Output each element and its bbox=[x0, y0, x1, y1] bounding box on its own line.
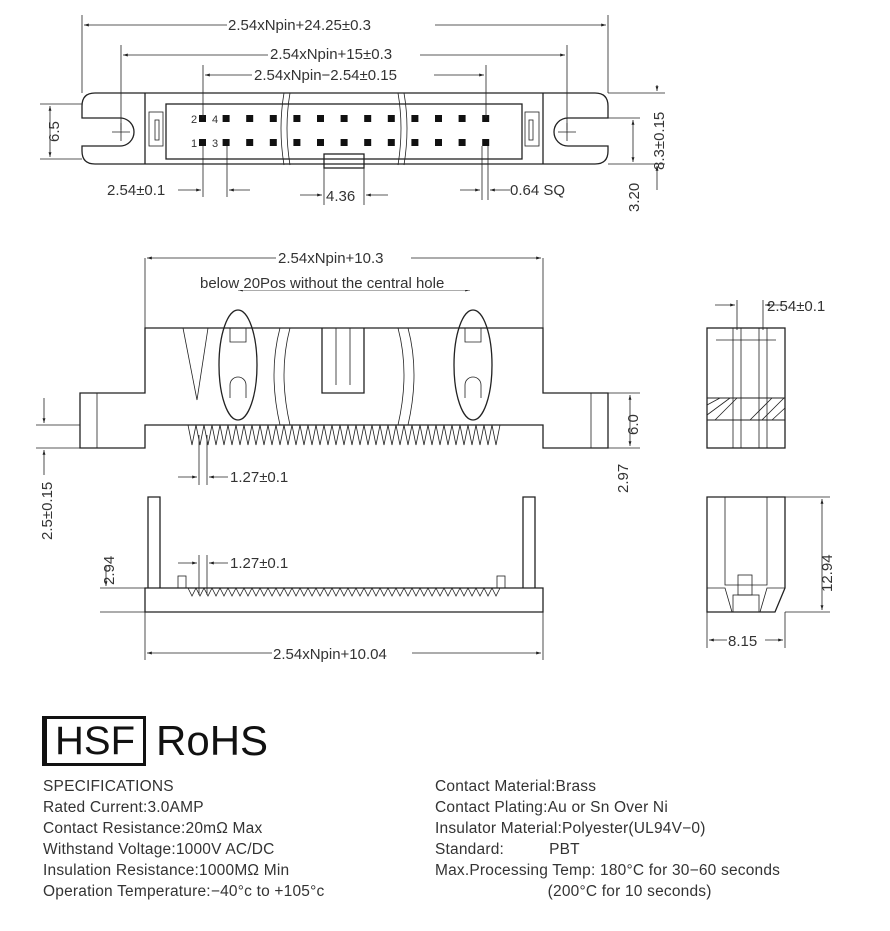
dim-bottom-height: 2.97 bbox=[615, 464, 632, 493]
spec-insulation-resistance: Insulation Resistance:1000MΩ Min bbox=[43, 862, 290, 879]
pin bbox=[364, 139, 372, 146]
note-central-hole: below 20Pos without the central hole bbox=[200, 275, 444, 292]
spec-standard: Standard: PBT bbox=[435, 841, 580, 858]
dim-offset: 3.20 bbox=[626, 183, 643, 212]
pin-label-4: 4 bbox=[212, 114, 218, 126]
pin bbox=[222, 115, 230, 122]
dim-pin-span: 2.54xNpin−2.54±0.15 bbox=[254, 67, 397, 84]
pin bbox=[222, 139, 230, 146]
dim-tooth-pitch: 1.27±0.1 bbox=[230, 469, 288, 486]
spec-insulator-material: Insulator Material:Polyester(UL94V−0) bbox=[435, 820, 706, 837]
specs-heading: SPECIFICATIONS bbox=[43, 778, 174, 795]
specs-left: SPECIFICATIONS Rated Current:3.0AMP Cont… bbox=[43, 776, 324, 902]
tooth-row bbox=[187, 587, 501, 597]
pin bbox=[482, 139, 490, 146]
pin bbox=[246, 139, 254, 146]
pin bbox=[293, 139, 301, 146]
rohs-logo: RoHS bbox=[156, 717, 269, 764]
pin bbox=[435, 139, 442, 146]
pin bbox=[411, 139, 419, 146]
specs-right: Contact Material:Brass Contact Plating:A… bbox=[435, 776, 780, 902]
dim-side-pitch: 2.54±0.1 bbox=[767, 298, 825, 315]
pin-label-3: 3 bbox=[212, 138, 218, 150]
pin bbox=[411, 115, 419, 122]
pin bbox=[199, 139, 206, 146]
dim-mount-spacing: 2.54xNpin+15±0.3 bbox=[270, 46, 392, 63]
hsf-logo: HSF bbox=[42, 716, 146, 766]
dim-body-width: 2.54xNpin+10.3 bbox=[278, 250, 384, 267]
spec-contact-resistance: Contact Resistance:20mΩ Max bbox=[43, 820, 263, 837]
pin bbox=[317, 115, 324, 122]
pin bbox=[317, 139, 324, 146]
top-view: 2 4 1 3 2.54xNpin+24.25±0.3 2.54xNpin+15… bbox=[40, 15, 668, 212]
pin bbox=[458, 139, 466, 146]
spec-contact-material: Contact Material:Brass bbox=[435, 778, 597, 795]
spec-withstand-voltage: Withstand Voltage:1000V AC/DC bbox=[43, 841, 275, 858]
dim-pitch: 2.54±0.1 bbox=[107, 182, 165, 199]
dim-height-6-5: 6.5 bbox=[46, 121, 63, 142]
pin bbox=[340, 139, 348, 146]
dim-pin-size: 0.64 SQ bbox=[510, 182, 565, 199]
contact-teeth bbox=[187, 424, 501, 446]
side-view-bottom: 12.94 8.15 bbox=[706, 496, 836, 650]
dim-bottom-width: 2.54xNpin+10.04 bbox=[273, 646, 387, 663]
spec-contact-plating: Contact Plating:Au or Sn Over Ni bbox=[435, 799, 668, 816]
pin bbox=[293, 115, 301, 122]
pin bbox=[246, 115, 254, 122]
pin bbox=[269, 115, 277, 122]
pin bbox=[269, 139, 277, 146]
dim-left-offset: 2.5±0.15 bbox=[39, 482, 56, 540]
tooth-row bbox=[187, 424, 501, 446]
spec-rated-current: Rated Current:3.0AMP bbox=[43, 799, 204, 816]
dim-depth: 8.3±0.15 bbox=[651, 112, 668, 170]
pin bbox=[387, 115, 395, 122]
contact-teeth-bottom bbox=[187, 587, 501, 597]
pin bbox=[435, 115, 442, 122]
dim-key-width: 4.36 bbox=[326, 188, 355, 205]
dim-flange-height: 6.0 bbox=[625, 414, 642, 435]
dim-overall-length: 2.54xNpin+24.25±0.3 bbox=[228, 17, 371, 34]
front-view: 2.54xNpin+10.3 below 20Pos without the c… bbox=[36, 248, 642, 540]
dim-bottom-tooth: 1.27±0.1 bbox=[230, 555, 288, 572]
pin-label-2: 2 bbox=[191, 114, 197, 126]
side-view-top: 2.54±0.1 bbox=[706, 298, 825, 449]
pin-grid bbox=[199, 115, 490, 146]
spec-operation-temperature: Operation Temperature:−40°c to +105°c bbox=[43, 883, 325, 900]
pin bbox=[458, 115, 466, 122]
dim-bottom-height: 2.94 bbox=[101, 556, 118, 585]
pin bbox=[364, 115, 372, 122]
compliance-logos: HSF RoHS bbox=[42, 716, 268, 766]
dim-side-width: 8.15 bbox=[728, 633, 757, 650]
bottom-view: 2.94 1.27±0.1 2.54xNpin+10.04 bbox=[100, 496, 544, 663]
pin bbox=[482, 115, 490, 122]
pin bbox=[199, 115, 206, 122]
pin-label-1: 1 bbox=[191, 138, 197, 150]
dim-side-height: 12.94 bbox=[819, 554, 836, 592]
pin bbox=[387, 139, 395, 146]
spec-max-processing-temp-alt: (200°C for 10 seconds) bbox=[435, 883, 712, 900]
pin bbox=[340, 115, 348, 122]
spec-max-processing-temp: Max.Processing Temp: 180°C for 30−60 sec… bbox=[435, 862, 781, 879]
technical-drawing: 2 4 1 3 2.54xNpin+24.25±0.3 2.54xNpin+15… bbox=[36, 15, 836, 663]
